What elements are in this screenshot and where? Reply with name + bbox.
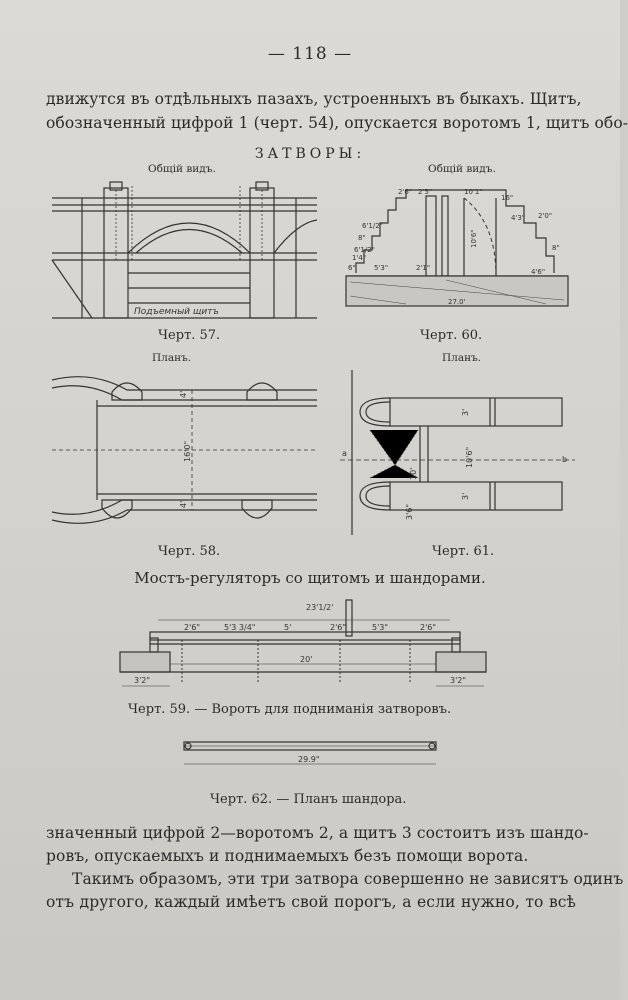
- svg-text:2'5": 2'5": [418, 188, 432, 196]
- svg-text:3'2": 3'2": [450, 676, 466, 685]
- fig62-caption: Черт. 62. — Планъ шандора.: [210, 792, 407, 807]
- svg-text:2'6": 2'6": [420, 623, 436, 632]
- fig62-drawing: 29.9": [183, 741, 437, 765]
- svg-text:29.9": 29.9": [298, 755, 320, 764]
- fig61-view-label: Планъ.: [442, 352, 482, 364]
- figure-subheading: Мостъ-регуляторъ со щитомъ и шандорами.: [134, 569, 486, 587]
- fig58-view-label: Планъ.: [152, 352, 192, 364]
- svg-text:6'1/2": 6'1/2": [362, 222, 383, 230]
- svg-text:3'6": 3'6": [405, 504, 414, 520]
- fig57-caption: Черт. 57.: [158, 328, 221, 343]
- svg-text:10'6": 10'6": [470, 229, 478, 248]
- body-text-line: значенный цифрой 2—воротомъ 2, а щитъ 3 …: [46, 824, 589, 842]
- fig60-drawing: 2'6" 2'5" 10'1" 16" 4'3" 2'0" 10'6" 5'3"…: [345, 188, 569, 307]
- svg-text:a: a: [342, 449, 347, 458]
- svg-text:8": 8": [358, 234, 366, 242]
- body-text-line: движутся въ отдѣльныхъ пазахъ, устроенны…: [46, 90, 582, 108]
- svg-text:1'4": 1'4": [352, 254, 366, 262]
- svg-text:16'0": 16'0": [183, 441, 192, 462]
- body-text-line: отъ другого, каждый имѣетъ свой порогъ, …: [46, 893, 576, 911]
- body-text-line: Такимъ образомъ, эти три затвора соверше…: [72, 870, 624, 888]
- fig57-drawing: Подъемный щитъ: [51, 181, 318, 319]
- svg-text:2'6": 2'6": [330, 623, 346, 632]
- svg-text:16": 16": [501, 194, 513, 202]
- svg-text:3': 3': [461, 493, 470, 500]
- fig61-caption: Черт. 61.: [432, 544, 495, 559]
- svg-text:b: b: [562, 455, 567, 464]
- svg-text:20': 20': [300, 655, 312, 664]
- svg-text:3': 3': [461, 409, 470, 416]
- fig57-inner-label: Подъемный щитъ: [134, 307, 219, 317]
- svg-text:27.0': 27.0': [448, 298, 466, 306]
- svg-text:5': 5': [284, 623, 291, 632]
- svg-text:6": 6": [348, 264, 356, 272]
- svg-text:2'1": 2'1": [416, 264, 430, 272]
- svg-text:10': 10': [409, 468, 418, 480]
- svg-text:10'6": 10'6": [465, 447, 474, 468]
- svg-text:4'6": 4'6": [531, 268, 545, 276]
- fig61-drawing: a b 3' 10'6" 3' 10' 3'6": [340, 370, 575, 535]
- body-text-line: ровъ, опускаемыхъ и поднимаемыхъ безъ по…: [46, 847, 529, 865]
- svg-text:5'3": 5'3": [374, 264, 388, 272]
- fig60-caption: Черт. 60.: [420, 328, 483, 343]
- svg-text:5'3 3/4": 5'3 3/4": [224, 623, 255, 632]
- page-number: — 118 —: [267, 44, 353, 64]
- fig59-caption: Черт. 59. — Воротъ для подниманія затвор…: [128, 702, 452, 717]
- svg-text:5'3": 5'3": [372, 623, 388, 632]
- fig60-view-label: Общій видъ.: [428, 163, 496, 175]
- section-title: ЗАТВОРЫ:: [254, 146, 366, 162]
- svg-text:2'0": 2'0": [538, 212, 552, 220]
- svg-text:6'1/2": 6'1/2": [354, 246, 375, 254]
- svg-text:3'2": 3'2": [134, 676, 150, 685]
- body-text-line: обозначенный цифрой 1 (черт. 54), опуска…: [46, 114, 628, 132]
- fig57-view-label: Общій видъ.: [148, 163, 216, 175]
- svg-text:10'1": 10'1": [464, 188, 483, 196]
- fig58-caption: Черт. 58.: [158, 544, 221, 559]
- fig58-drawing: 4' 16'0" 4': [51, 376, 317, 524]
- svg-text:4': 4': [179, 391, 188, 398]
- fig59-drawing: 23'1/2' 2'6" 5'3 3/4" 5' 2'6" 5'3" 2'6" …: [119, 599, 487, 687]
- svg-text:4': 4': [179, 501, 188, 508]
- svg-text:8": 8": [552, 244, 560, 252]
- svg-text:23'1/2': 23'1/2': [306, 603, 333, 612]
- svg-text:2'6": 2'6": [184, 623, 200, 632]
- svg-text:4'3": 4'3": [511, 214, 525, 222]
- svg-text:2'6": 2'6": [398, 188, 412, 196]
